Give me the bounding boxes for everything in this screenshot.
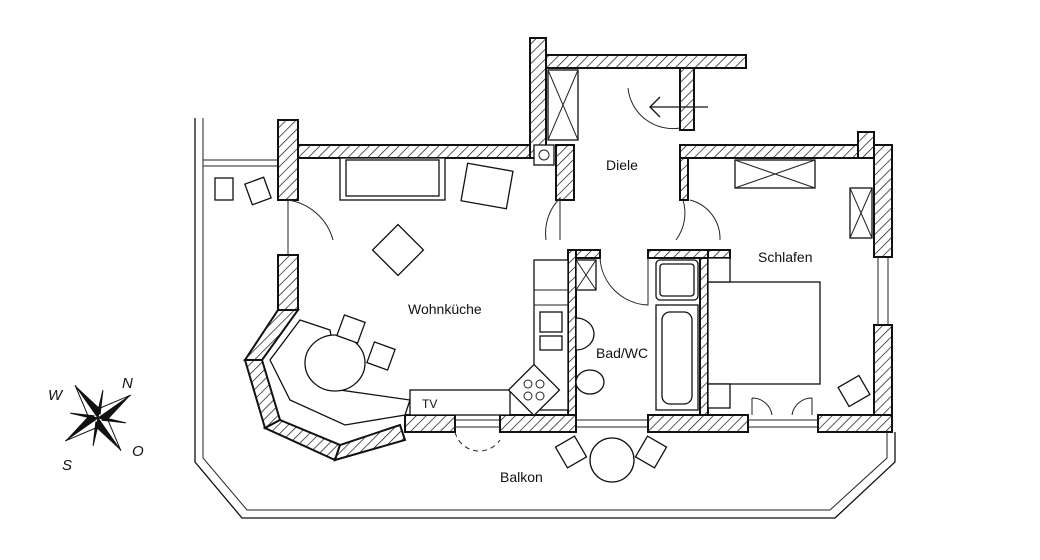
compass-rose-icon xyxy=(64,384,132,452)
doors[interactable] xyxy=(287,87,813,452)
shafts xyxy=(533,69,873,291)
balcony-furniture xyxy=(554,435,668,483)
room-label-bad: Bad/WC xyxy=(596,345,648,361)
balcony-outline xyxy=(194,118,896,519)
bedroom-furniture xyxy=(707,257,871,409)
walls xyxy=(243,37,893,462)
room-label-balkon: Balkon xyxy=(500,469,543,485)
room-label-schlafen: Schlafen xyxy=(758,249,812,265)
living-furniture xyxy=(214,157,569,426)
bath-fixtures xyxy=(575,259,699,411)
tv-label: TV xyxy=(422,397,437,411)
entrance-arrow-icon xyxy=(649,96,708,118)
compass-n: N xyxy=(122,375,133,392)
compass-w: W xyxy=(48,387,64,404)
compass-o: O xyxy=(132,443,144,460)
room-label-wohnkueche: Wohnküche xyxy=(408,301,482,317)
room-label-diele: Diele xyxy=(606,157,638,173)
compass-s: S xyxy=(62,457,72,474)
stove-icon xyxy=(507,363,561,417)
windows xyxy=(455,257,889,428)
